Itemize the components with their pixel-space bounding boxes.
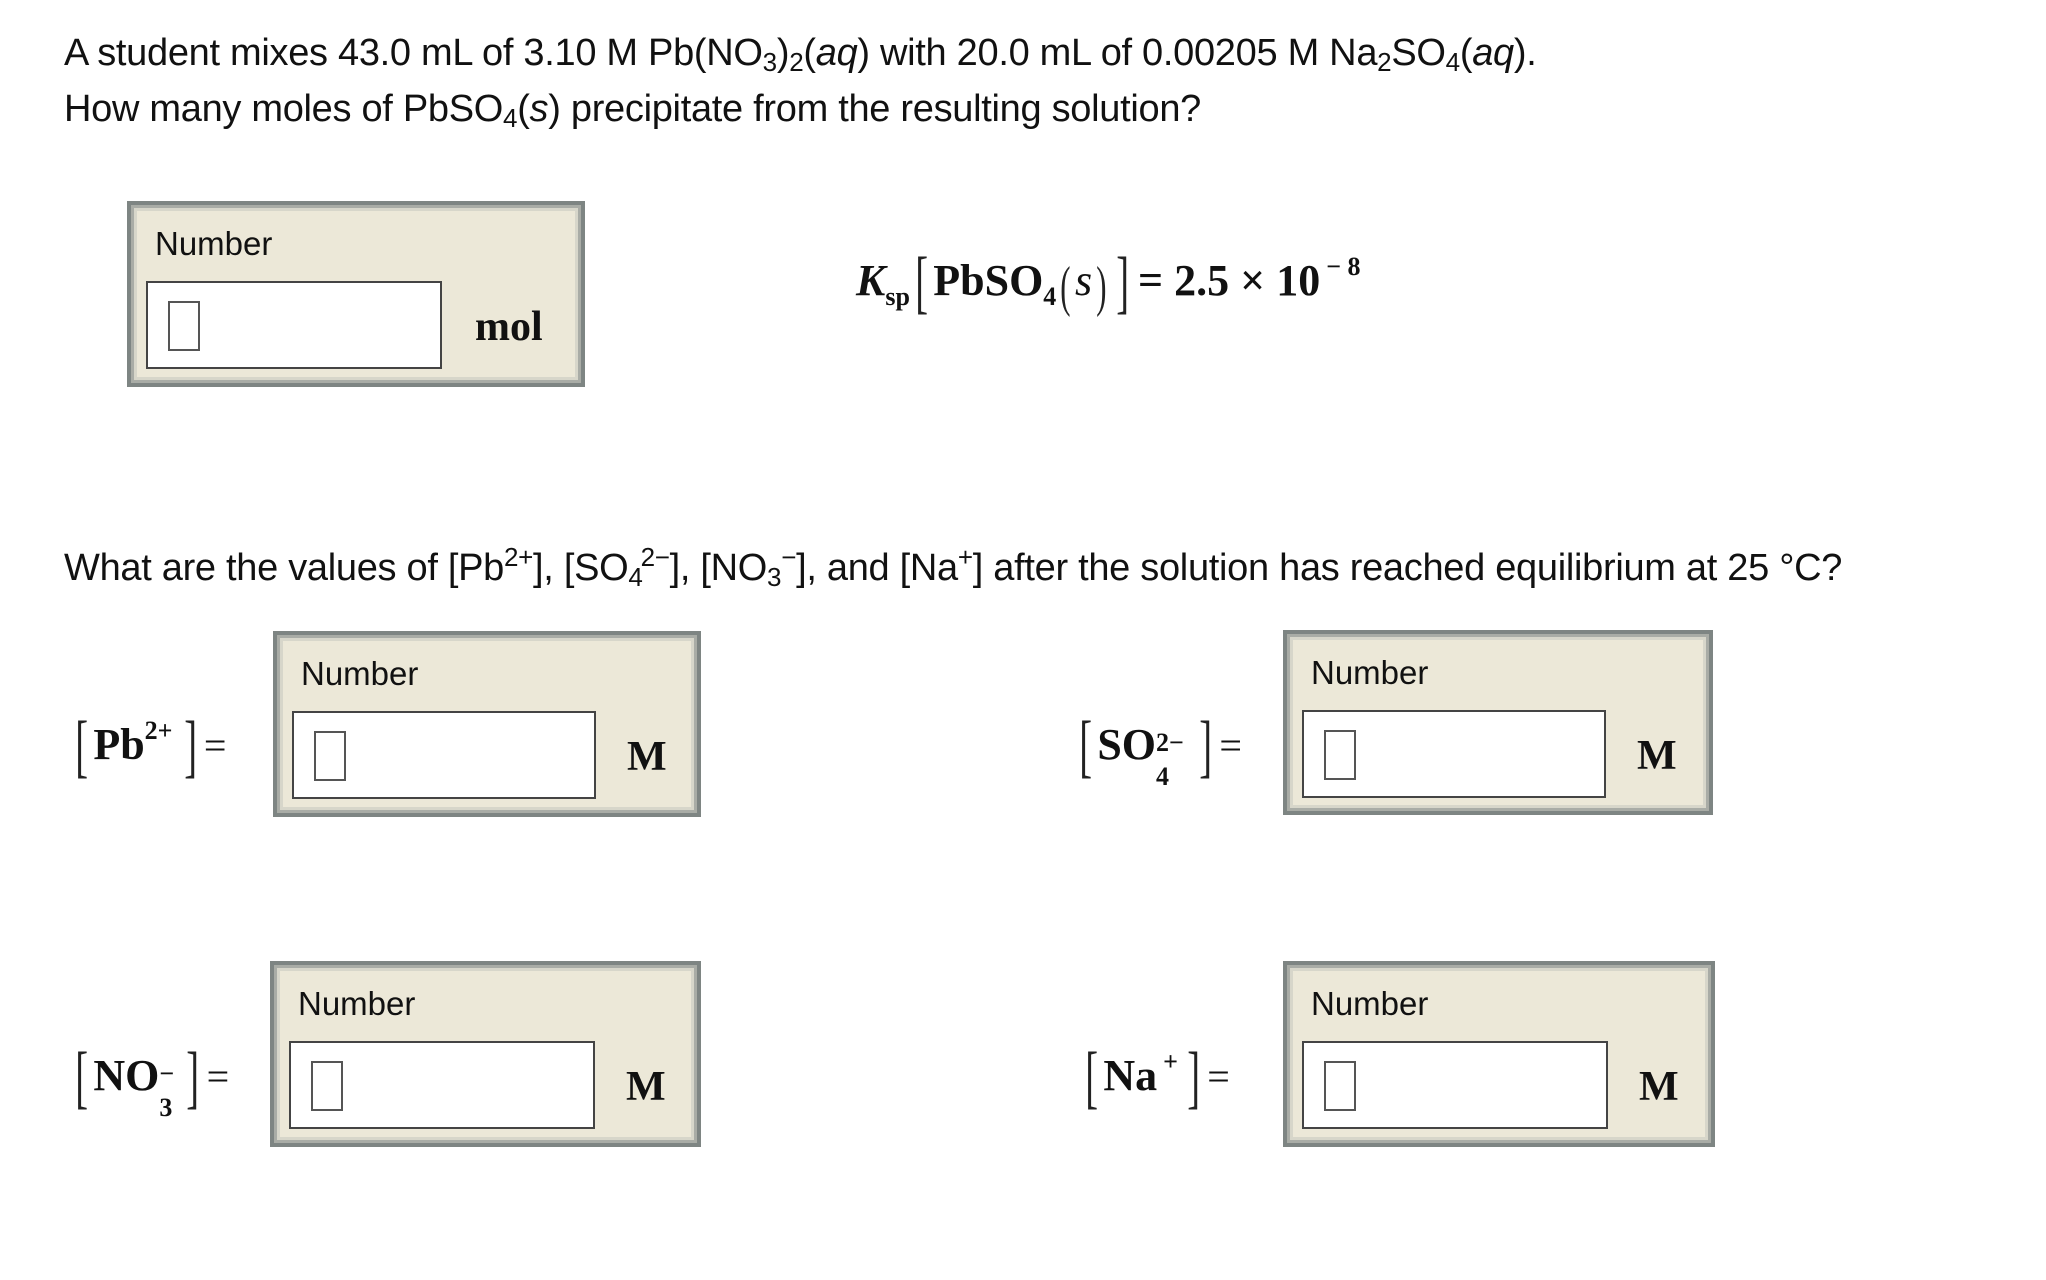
nitrate-concentration-input[interactable] (291, 1043, 593, 1127)
sulfate-concentration-input[interactable] (1304, 712, 1604, 796)
unit-molar: M (626, 1064, 666, 1110)
question-1-line-2: How many moles of PbSO4(s) precipitate f… (64, 88, 1201, 133)
left-bracket: [ (75, 708, 89, 785)
nitrate-ion-label: [NO−3]= (75, 1039, 230, 1122)
left-paren: ( (1060, 256, 1071, 318)
question-2: What are the values of [Pb2+], [SO42−], … (64, 542, 1843, 592)
sulfate-input-frame (1302, 710, 1606, 798)
pb-ion-label: [Pb2+]= (70, 712, 226, 782)
right-bracket: ] (1115, 244, 1129, 321)
right-bracket: ] (1199, 708, 1213, 785)
equals-sign: = (1207, 1054, 1230, 1099)
ksp-subscript: sp (885, 282, 910, 311)
left-bracket: [ (915, 244, 929, 321)
unit-molar: M (1639, 1064, 1679, 1110)
ksp-compound: PbSO (933, 256, 1044, 305)
question-1-line-1: A student mixes 43.0 mL of 3.10 M Pb(NO3… (64, 32, 1537, 77)
number-label: Number (298, 985, 416, 1022)
pb-concentration-box: Number M (273, 631, 701, 817)
equals-sign: = (1219, 723, 1242, 768)
ion-charge: + (1163, 1047, 1178, 1076)
number-label: Number (155, 225, 273, 262)
unit-molar: M (627, 734, 667, 780)
unit-molar: M (1637, 733, 1677, 779)
nitrate-concentration-box: Number M (270, 961, 701, 1147)
ksp-compound-subscript: 4 (1043, 282, 1057, 311)
right-bracket: ] (1187, 1039, 1200, 1116)
unit-mol: mol (475, 304, 543, 350)
right-paren: ) (1096, 256, 1107, 318)
equals-sign: = (203, 723, 227, 768)
ion-symbol: Pb (93, 720, 145, 769)
number-label: Number (1311, 985, 1429, 1022)
sodium-input-frame (1302, 1041, 1608, 1129)
pb-concentration-input[interactable] (294, 713, 594, 797)
ksp-expression: Ksp[PbSO4(s)]= 2.5 × 10− 8 (856, 248, 1361, 318)
moles-input-frame (146, 281, 442, 369)
sodium-concentration-input[interactable] (1304, 1043, 1606, 1127)
ion-symbol: Na (1103, 1051, 1158, 1100)
left-bracket: [ (1085, 1039, 1099, 1116)
moles-answer-box: Number mol (127, 201, 585, 387)
number-label: Number (301, 655, 419, 692)
sodium-concentration-box: Number M (1283, 961, 1715, 1147)
nitrate-input-frame (289, 1041, 595, 1129)
sulfate-concentration-box: Number M (1283, 630, 1713, 815)
right-bracket: ] (183, 708, 197, 785)
right-bracket: ] (186, 1039, 200, 1116)
equals-sign: = (206, 1054, 230, 1099)
ion-charge: 2+ (144, 716, 173, 745)
sodium-ion-label: [Na+]= (1080, 1043, 1230, 1113)
ion-symbol: SO (1097, 720, 1157, 769)
number-label: Number (1311, 654, 1429, 691)
ksp-exponent: − 8 (1326, 252, 1361, 281)
moles-input[interactable] (148, 283, 440, 367)
ksp-value: = 2.5 × 10 (1138, 256, 1321, 305)
left-bracket: [ (75, 1039, 89, 1116)
pb-input-frame (292, 711, 596, 799)
ksp-state: s (1074, 256, 1093, 305)
ksp-symbol: K (856, 256, 886, 305)
ion-symbol: NO (93, 1051, 160, 1100)
left-bracket: [ (1079, 708, 1093, 785)
